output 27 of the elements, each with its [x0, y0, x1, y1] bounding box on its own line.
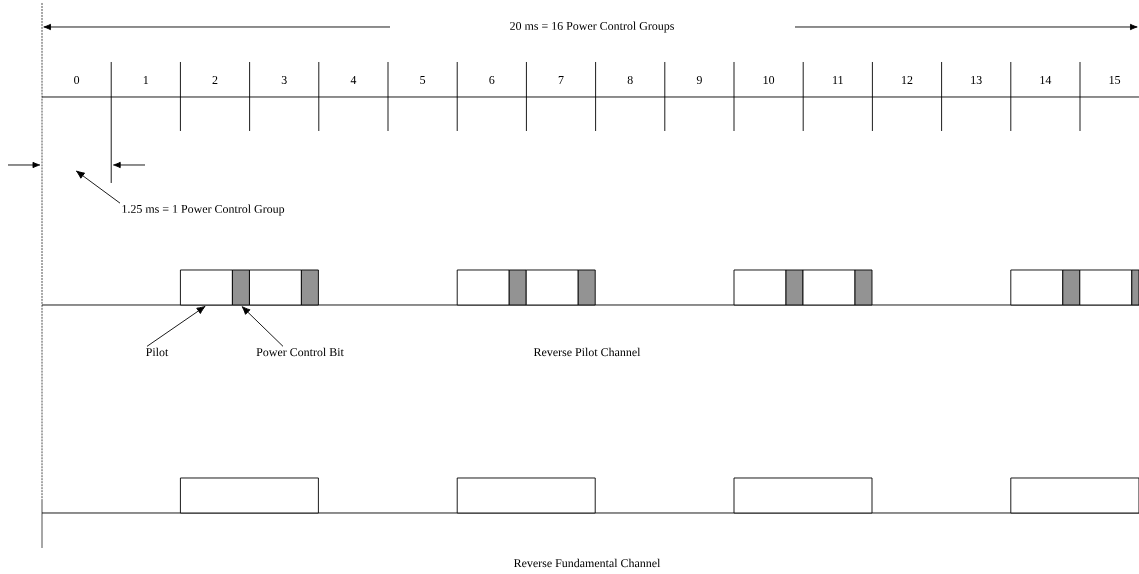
slot-number: 12	[902, 76, 913, 84]
slot-number: 11	[833, 76, 843, 84]
slot-number: 1	[143, 76, 149, 84]
power-control-bit-block	[231, 269, 250, 306]
callout-label: Power Control Bit	[256, 347, 344, 357]
slot-number: 0	[74, 75, 80, 84]
slot-number: 10	[763, 75, 775, 84]
slot-number: 4	[350, 76, 357, 84]
slot-number: 9	[696, 75, 702, 84]
channel-label: Reverse Pilot Channel	[531, 345, 643, 359]
callout-label: Pilot	[146, 347, 169, 357]
slot-number: 8	[627, 75, 633, 84]
slot-number: 5	[420, 76, 426, 84]
slot-number: 15	[1109, 76, 1121, 84]
slot-number: 2	[212, 76, 218, 84]
leader-arrow	[146, 306, 206, 347]
leader-arrow	[75, 170, 121, 204]
dimension-label: 1.25 ms = 1 Power Control Group	[122, 204, 285, 216]
channel-label: Reverse Fundamental Channel	[511, 556, 663, 570]
slot-number: 6	[489, 75, 495, 84]
slot-number: 13	[971, 75, 982, 84]
pilot-block	[179, 269, 233, 306]
dimension-label: 20 ms = 16 Power Control Groups	[507, 19, 677, 35]
leader-arrow	[241, 306, 284, 347]
slot-number: 14	[1040, 76, 1052, 84]
slot-number: 3	[281, 75, 287, 84]
slot-number: 7	[558, 76, 564, 84]
